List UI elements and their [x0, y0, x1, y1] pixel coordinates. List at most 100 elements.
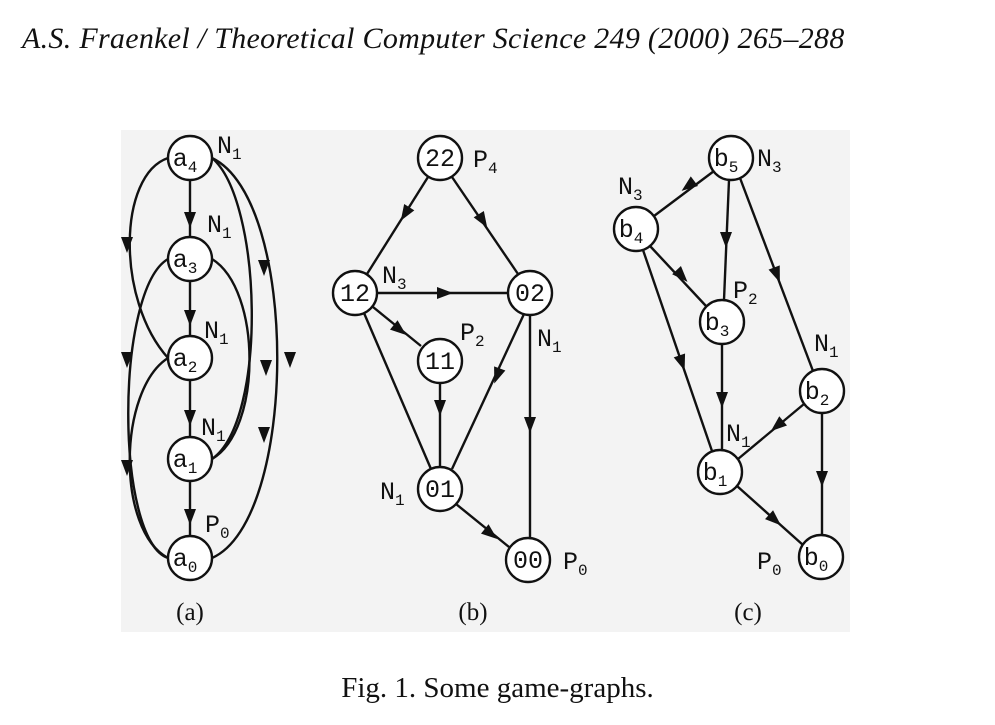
arrowhead: [258, 427, 270, 443]
state-label-a0: P0: [205, 511, 230, 543]
node-circle: [696, 448, 744, 496]
node-label: a1: [173, 446, 198, 478]
node-circle: [166, 134, 214, 182]
node-a4: a4: [166, 134, 214, 182]
arrowhead: [121, 352, 133, 368]
node-label: a0: [173, 545, 198, 577]
panel-b: [362, 176, 536, 548]
node-label: 02: [515, 280, 545, 309]
node-circle: [506, 269, 554, 317]
state-label-a4: N1: [217, 132, 242, 164]
arrowhead: [672, 266, 688, 282]
node-11: 11: [416, 337, 464, 385]
node-00: 00: [504, 536, 552, 584]
arrowhead: [121, 460, 133, 476]
state-label-b5: N3: [757, 145, 782, 177]
node-circle: [166, 435, 214, 483]
arrowhead: [184, 212, 196, 228]
running-head: A.S. Fraenkel / Theoretical Computer Sci…: [22, 22, 845, 55]
node-a0: a0: [166, 534, 214, 582]
edge-b4-b1: [641, 249, 714, 452]
node-label: a4: [173, 145, 198, 177]
node-label: 00: [513, 547, 543, 576]
state-label-b3: P2: [733, 277, 758, 309]
edge-a2-a0: [128, 356, 169, 560]
state-label-11: P2: [460, 319, 485, 351]
arrowhead: [434, 400, 446, 416]
arrowhead: [716, 392, 728, 408]
node-label: a2: [173, 345, 198, 377]
node-b2: b2: [798, 367, 846, 415]
figure-caption: Fig. 1. Some game-graphs.: [341, 672, 654, 704]
node-a2: a2: [166, 334, 214, 382]
edge-b5-b4: [653, 170, 715, 217]
panel-c: [641, 170, 828, 546]
edge-01-00: [455, 503, 510, 548]
state-label-a2: N1: [204, 317, 229, 349]
state-label-b2: N1: [814, 330, 839, 362]
node-circle: [416, 134, 464, 182]
edge-layer: [121, 156, 828, 560]
arrowhead: [473, 211, 488, 228]
node-circle: [798, 367, 846, 415]
node-label: 11: [425, 348, 455, 377]
arrowhead: [184, 410, 196, 426]
arrowhead: [481, 524, 498, 540]
edge-02-01: [450, 313, 526, 470]
node-label: b3: [705, 309, 730, 341]
arrowhead: [390, 320, 407, 336]
node-a1: a1: [166, 435, 214, 483]
arrowhead: [720, 232, 732, 248]
node-label: b1: [703, 459, 728, 491]
arrowhead: [816, 471, 828, 487]
node-label: 12: [340, 280, 370, 309]
arrowhead: [765, 510, 781, 526]
node-b0: b0: [797, 533, 845, 581]
node-circle: [698, 298, 746, 346]
arrowhead: [184, 310, 196, 326]
node-b3: b3: [698, 298, 746, 346]
node-circle: [166, 235, 214, 283]
label-layer: N1N1N1N1P0(a)P4N3N1P2N1P0(b)N3N3P2N1N1P0…: [176, 132, 839, 626]
node-label: b0: [804, 544, 829, 576]
arrowhead: [284, 352, 296, 368]
node-22: 22: [416, 134, 464, 182]
node-label: b2: [805, 378, 830, 410]
arrowhead: [524, 417, 536, 433]
panel-a: [121, 156, 296, 560]
arrowhead: [681, 176, 698, 191]
panel-label-c: (c): [734, 599, 762, 626]
arrowhead: [400, 204, 415, 221]
node-label: b4: [619, 216, 644, 248]
node-b1: b1: [696, 448, 744, 496]
panel-label-b: (b): [458, 599, 487, 626]
edge-a4-a0: [211, 156, 279, 560]
state-label-b4: N3: [618, 173, 643, 205]
node-12: 12: [331, 269, 379, 317]
state-label-b1: N1: [726, 420, 751, 452]
node-label: 22: [425, 145, 455, 174]
arrowhead: [260, 360, 272, 376]
state-label-01: N1: [380, 478, 405, 510]
node-circle: [612, 205, 660, 253]
arrowhead: [121, 237, 133, 253]
node-label: a3: [173, 246, 198, 278]
state-label-b0: P0: [757, 548, 782, 580]
node-a3: a3: [166, 235, 214, 283]
state-label-a3: N1: [207, 211, 232, 243]
edge-b2-b1: [737, 403, 805, 460]
state-label-a1: N1: [201, 414, 226, 446]
arrowhead: [258, 260, 270, 276]
panel-label-a: (a): [176, 599, 204, 626]
arrowhead: [184, 509, 196, 525]
arrowhead: [770, 416, 787, 432]
node-circle: [416, 465, 464, 513]
arrowhead: [673, 353, 686, 371]
node-b4: b4: [612, 205, 660, 253]
edge-12-01: [362, 312, 433, 470]
node-circle: [707, 134, 755, 182]
edge-a4-a1: [211, 157, 253, 460]
node-label: 01: [425, 476, 455, 505]
